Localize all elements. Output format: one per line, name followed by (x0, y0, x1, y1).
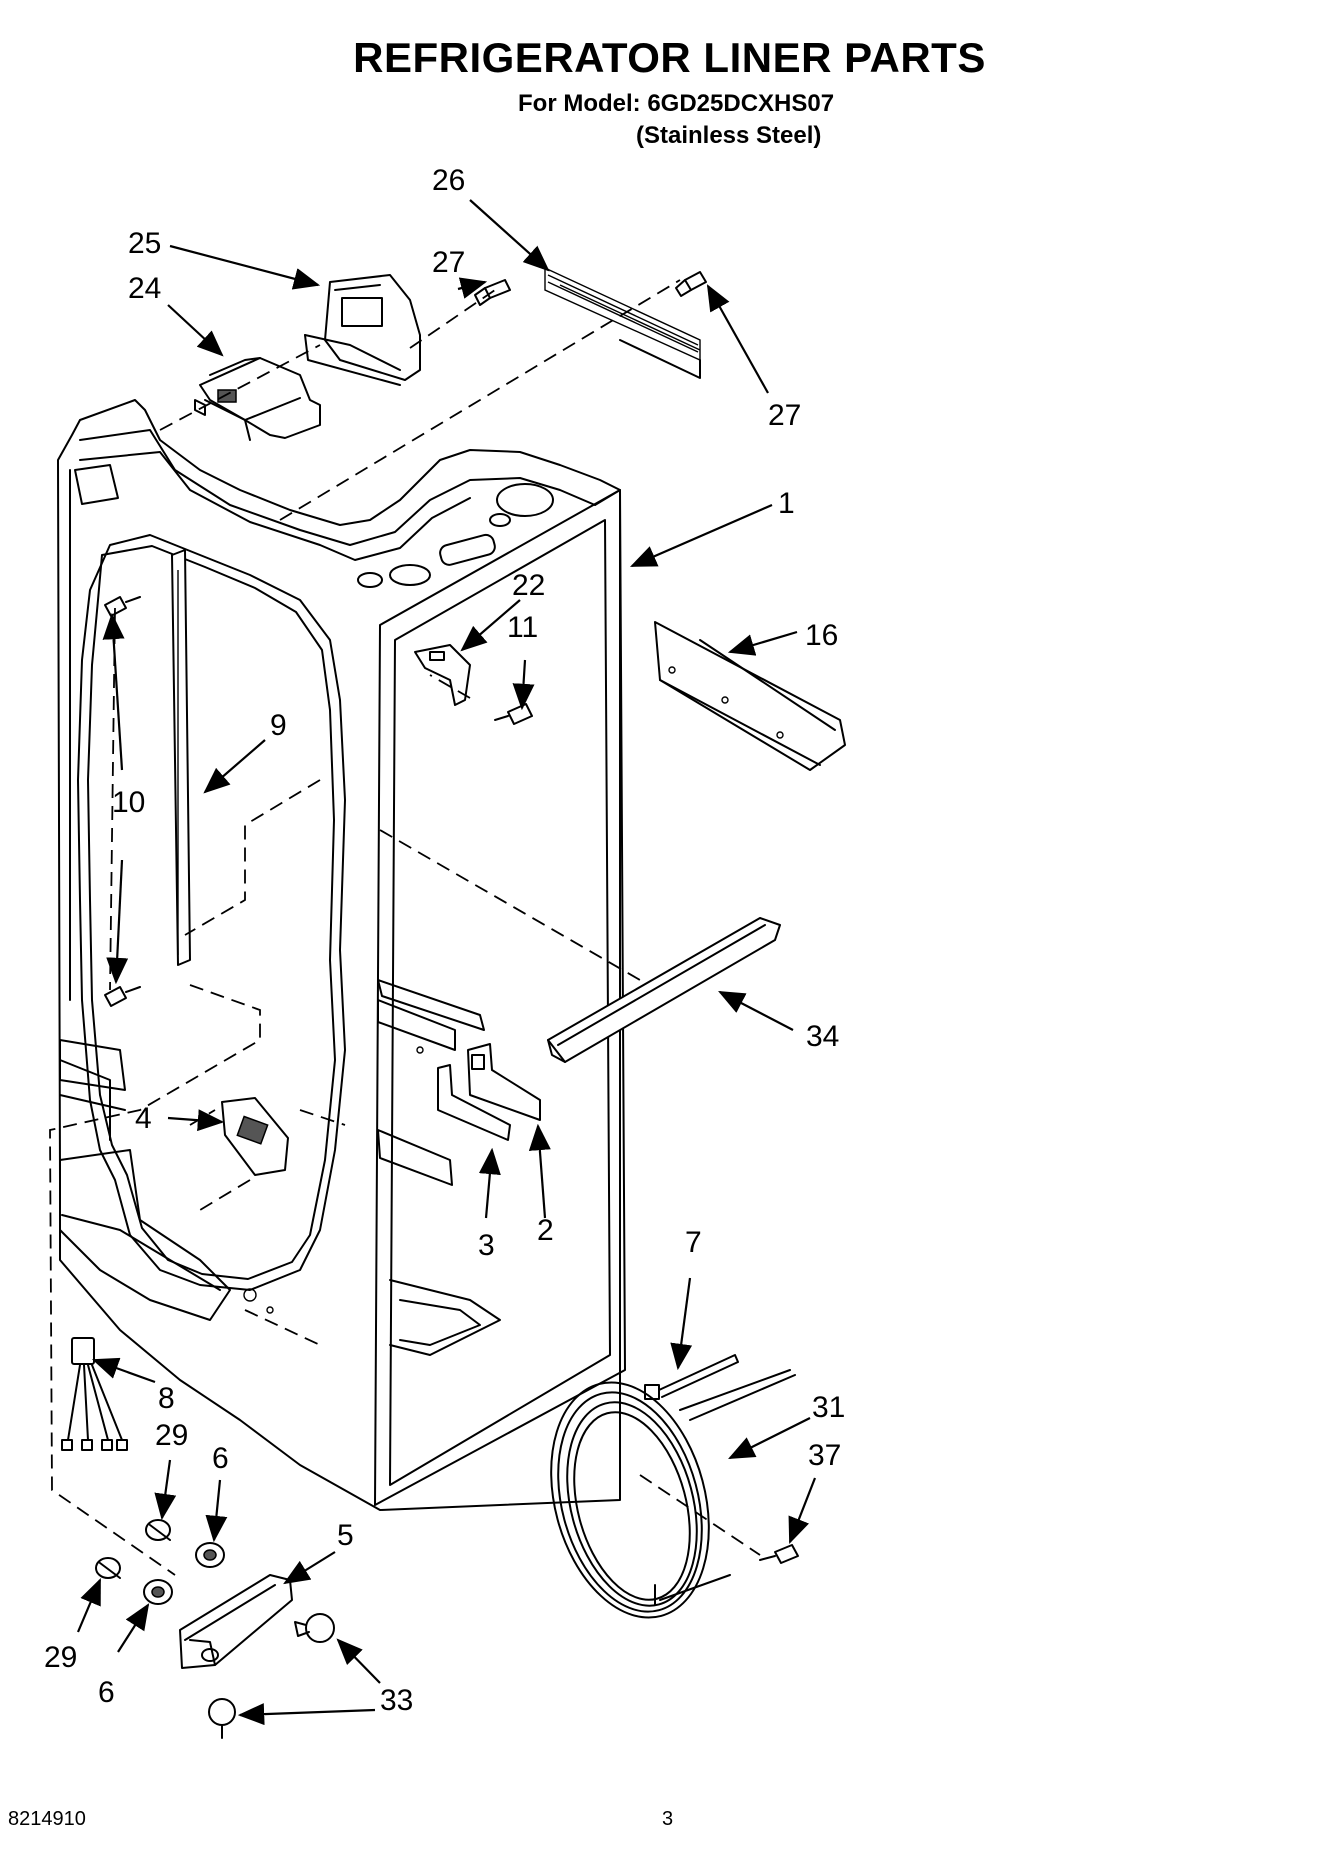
control-bracket (304, 274, 421, 386)
callout-29-upper: 29 (155, 1419, 188, 1452)
callout-2: 2 (537, 1214, 554, 1247)
callout-25: 25 (128, 227, 161, 260)
callout-5: 5 (337, 1519, 354, 1552)
shelf-rail (171, 549, 191, 966)
callout-16: 16 (805, 619, 838, 652)
tube-coil-31 (550, 1369, 796, 1619)
wire-harness-8 (61, 1337, 128, 1451)
light-socket-4 (221, 1097, 289, 1176)
callout-10: 10 (112, 786, 145, 819)
callout-labels: 25 24 26 27 27 1 16 22 11 9 10 34 4 3 2 … (44, 164, 845, 1717)
model-variant: (Stainless Steel) (636, 122, 822, 149)
clip-29-lower (95, 1557, 121, 1579)
callout-6-lower: 6 (98, 1676, 115, 1709)
bracket-3 (437, 1064, 511, 1141)
model-line: For Model: 6GD25DCXHS07 (518, 90, 835, 117)
callout-26: 26 (432, 164, 465, 197)
callout-6-upper: 6 (212, 1442, 229, 1475)
socket-6-upper (195, 1542, 225, 1568)
callout-22: 22 (512, 569, 545, 602)
screw-10-top (104, 596, 141, 617)
callout-1: 1 (778, 487, 795, 520)
light-housing-5 (179, 1574, 293, 1669)
callout-4: 4 (135, 1102, 152, 1135)
shelf-trim-16 (654, 621, 846, 771)
callout-31: 31 (812, 1391, 845, 1424)
callout-7: 7 (685, 1226, 702, 1259)
control-housing (194, 357, 321, 441)
callout-3: 3 (478, 1229, 495, 1262)
gasket-strip (544, 266, 701, 379)
cable-tie-7 (644, 1354, 739, 1400)
callout-27-left: 27 (432, 246, 465, 279)
screw-27-right (675, 271, 707, 297)
bulb-33-lower (208, 1698, 236, 1739)
callout-8: 8 (158, 1382, 175, 1415)
bracket-22 (414, 644, 471, 706)
clip-29-upper (145, 1519, 171, 1541)
bracket-2 (467, 1043, 541, 1121)
screw-10-bottom (104, 986, 141, 1007)
callout-11: 11 (507, 611, 538, 644)
callout-29-lower: 29 (44, 1641, 77, 1674)
callout-34: 34 (806, 1020, 839, 1053)
screw-37 (759, 1544, 799, 1564)
document-number: 8214910 (8, 1808, 86, 1830)
bulb-33-upper (294, 1613, 335, 1643)
liner-body (57, 399, 626, 1511)
callout-24: 24 (128, 272, 161, 305)
callout-9: 9 (270, 709, 287, 742)
callout-37: 37 (808, 1439, 841, 1472)
page-number: 3 (662, 1808, 674, 1830)
callout-33: 33 (380, 1684, 413, 1717)
page-title: REFRIGERATOR LINER PARTS (353, 34, 986, 81)
crossbar-34 (547, 917, 781, 1063)
socket-6-lower (143, 1579, 173, 1605)
leader-arrows (76, 199, 817, 1726)
callout-27-right: 27 (768, 399, 801, 432)
